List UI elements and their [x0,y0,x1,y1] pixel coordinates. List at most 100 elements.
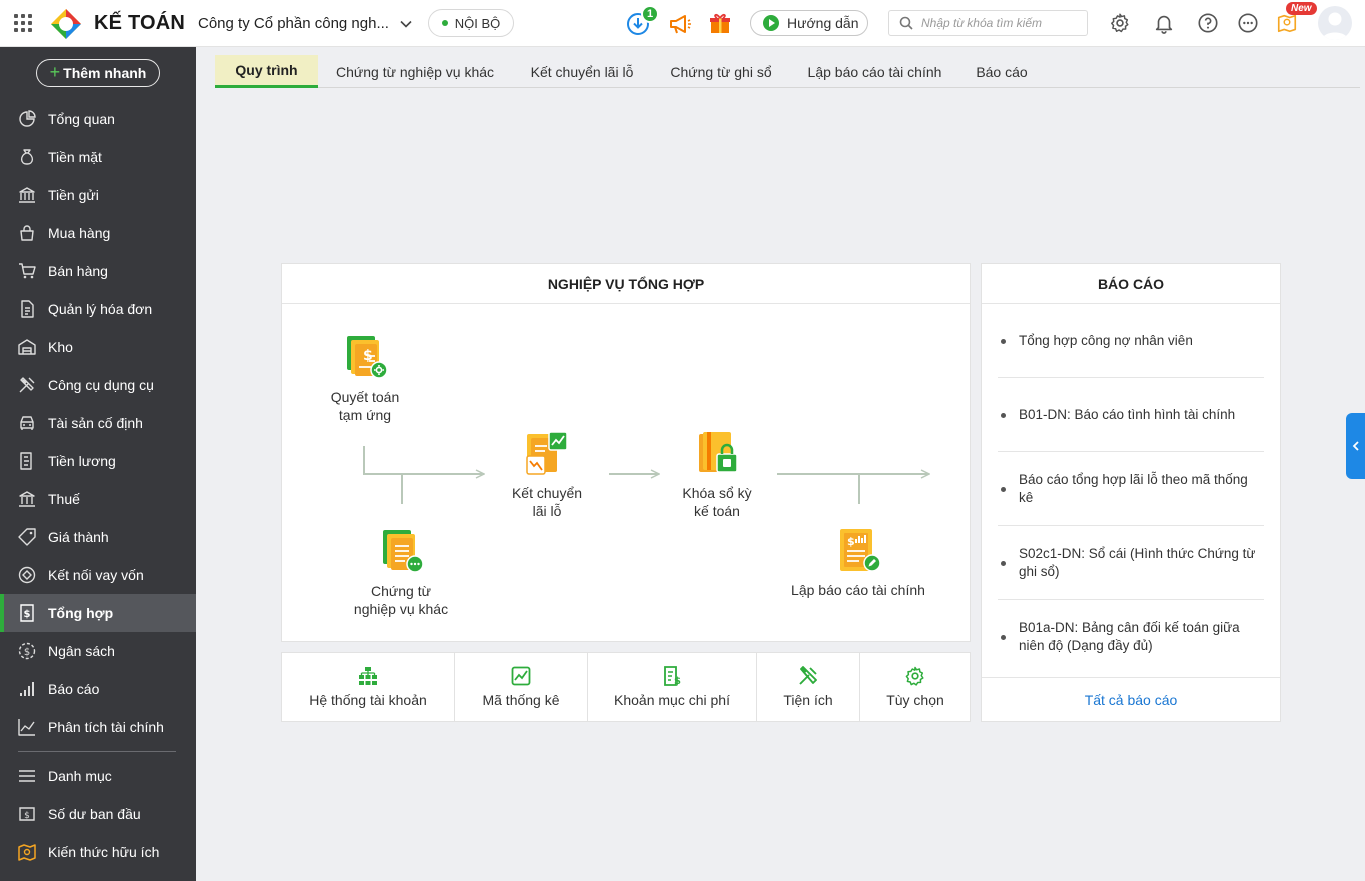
company-name[interactable]: Công ty Cổ phần công ngh... [198,15,389,32]
more-icon[interactable] [1237,12,1259,34]
tool-expense-items[interactable]: $ Khoản mục chi phí [588,653,757,721]
sidebar-item-fixed-assets[interactable]: Tài sản cố định [0,404,196,442]
tab-transfer-profit-loss[interactable]: Kết chuyển lãi lỗ [530,63,634,80]
quick-add-button[interactable]: + Thêm nhanh [36,59,160,87]
payroll-icon [20,452,32,470]
scope-label: NỘI BỘ [454,15,501,31]
flow-node-transfer-profit-loss[interactable]: Kết chuyển lãi lỗ [497,430,597,520]
help-icon[interactable] [1197,12,1219,34]
logo-icon[interactable] [50,8,82,40]
download-count-badge: 1 [641,5,659,23]
report-item[interactable]: B01a-DN: Bảng cân đối kế toán giữa niên … [998,600,1264,674]
scope-selector[interactable]: NỘI BỘ [428,9,514,37]
sidebar-item-financial-analysis[interactable]: Phân tích tài chính [0,708,196,746]
knowledge-icon[interactable] [1276,12,1298,34]
tab-financial-statements[interactable]: Lập báo cáo tài chính [807,63,942,80]
flow-node-lock-period[interactable]: Khóa sổ kỳ kế toán [667,430,767,520]
sidebar-item-purchase[interactable]: Mua hàng [0,214,196,252]
svg-text:$: $ [674,676,681,686]
side-panel-toggle[interactable] [1346,413,1365,479]
flow-node-label: kế toán [694,503,740,519]
report-item[interactable]: Báo cáo tổng hợp lãi lỗ theo mã thống kê [998,452,1264,526]
sidebar-item-label: Giá thành [48,529,109,545]
account-tree-icon [359,667,377,685]
search-input[interactable] [921,16,1081,30]
sidebar-item-label: Bán hàng [48,263,108,279]
svg-text:$: $ [24,609,31,620]
chevron-down-icon[interactable] [398,16,414,32]
financial-report-icon: $ [840,529,881,572]
expense-item-icon: $ [664,666,681,686]
warehouse-icon [18,339,36,355]
cart-icon [19,263,36,279]
sidebar-item-deposit[interactable]: Tiền gửi [0,176,196,214]
svg-text:$: $ [847,535,855,548]
sidebar-item-knowledge[interactable]: Kiến thức hữu ích [0,833,196,871]
report-item[interactable]: Tổng hợp công nợ nhân viên [998,304,1264,378]
report-bars-icon [20,682,34,696]
sidebar-item-invoice[interactable]: Quản lý hóa đơn [0,290,196,328]
tool-options[interactable]: Tùy chọn [860,653,970,721]
sidebar-item-cost[interactable]: Giá thành [0,518,196,556]
tool-utilities[interactable]: Tiện ích [757,653,860,721]
flow-node-label: Lập báo cáo tài chính [791,582,925,598]
svg-text:$: $ [24,647,30,658]
sidebar-item-summary[interactable]: $ Tổng hợp [0,594,196,632]
summary-icon: $ [20,604,34,622]
loan-icon [18,566,36,584]
flow-node-financial-report[interactable]: $ Lập báo cáo tài chính [782,527,934,599]
tab-journal-vouchers[interactable]: Chứng từ ghi sổ [670,63,772,80]
tax-icon [19,491,35,507]
megaphone-icon[interactable] [668,12,692,36]
sidebar-item-tools[interactable]: Công cụ dụng cụ [0,366,196,404]
tool-statistic-code[interactable]: Mã thống kê [455,653,588,721]
sidebar-item-catalog[interactable]: Danh mục [0,757,196,795]
dashboard-icon [19,110,36,127]
brand-name: KẾ TOÁN [94,12,186,34]
sidebar-item-tax[interactable]: Thuế [0,480,196,518]
sidebar-item-budget[interactable]: $ Ngân sách [0,632,196,670]
search-box[interactable] [888,10,1088,36]
other-vouchers-icon [383,530,424,573]
avatar[interactable] [1318,6,1352,40]
sidebar-item-cash[interactable]: Tiền mặt [0,138,196,176]
sidebar-item-reports[interactable]: Báo cáo [0,670,196,708]
gift-icon[interactable] [708,11,732,35]
sidebar-item-label: Kết nối vay vốn [48,567,144,583]
sidebar-item-sales[interactable]: Bán hàng [0,252,196,290]
bell-icon[interactable] [1153,12,1175,34]
tag-icon [18,528,36,546]
sidebar-item-payroll[interactable]: Tiền lương [0,442,196,480]
tool-label: Hệ thống tài khoản [309,692,427,708]
sidebar-item-label: Tiền mặt [48,149,102,165]
play-icon [763,15,779,31]
tab-reports[interactable]: Báo cáo [976,63,1028,80]
tool-chart-of-accounts[interactable]: Hệ thống tài khoản [282,653,455,721]
sidebar-item-label: Ngân sách [48,643,115,659]
tools-bar: Hệ thống tài khoản Mã thống kê $ Khoản m… [281,652,971,722]
sidebar-item-warehouse[interactable]: Kho [0,328,196,366]
knowledge-icon [18,844,36,861]
money-bag-icon [20,149,34,165]
user-avatar-icon [1322,12,1348,40]
download-icon[interactable] [626,12,650,36]
sidebar-item-loan[interactable]: Kết nối vay vốn [0,556,196,594]
tab-other-vouchers[interactable]: Chứng từ nghiệp vụ khác [335,63,495,80]
tab-workflow[interactable]: Quy trình [215,55,318,88]
status-dot [441,20,448,26]
search-icon [899,16,913,30]
report-item[interactable]: B01-DN: Báo cáo tình hình tài chính [998,378,1264,452]
bank-icon [19,187,35,203]
stats-code-icon [511,666,531,686]
all-reports-link[interactable]: Tất cả báo cáo [982,677,1280,721]
sidebar-item-overview[interactable]: Tổng quan [0,100,196,138]
gear-icon[interactable] [1109,12,1131,34]
flow-node-other-vouchers[interactable]: Chứng từ nghiệp vụ khác [342,528,460,618]
report-item[interactable]: S02c1-DN: Sổ cái (Hình thức Chứng từ ghi… [998,526,1264,600]
apps-grid-icon[interactable] [14,14,32,32]
flow-node-settle-advance[interactable]: $ Quyết toán tạm ứng [315,334,415,424]
sidebar-item-label: Danh mục [48,768,112,784]
sidebar-item-opening-balance[interactable]: $ Số dư ban đầu [0,795,196,833]
shopping-bag-icon [20,225,34,241]
guide-button[interactable]: Hướng dẫn [750,10,868,36]
